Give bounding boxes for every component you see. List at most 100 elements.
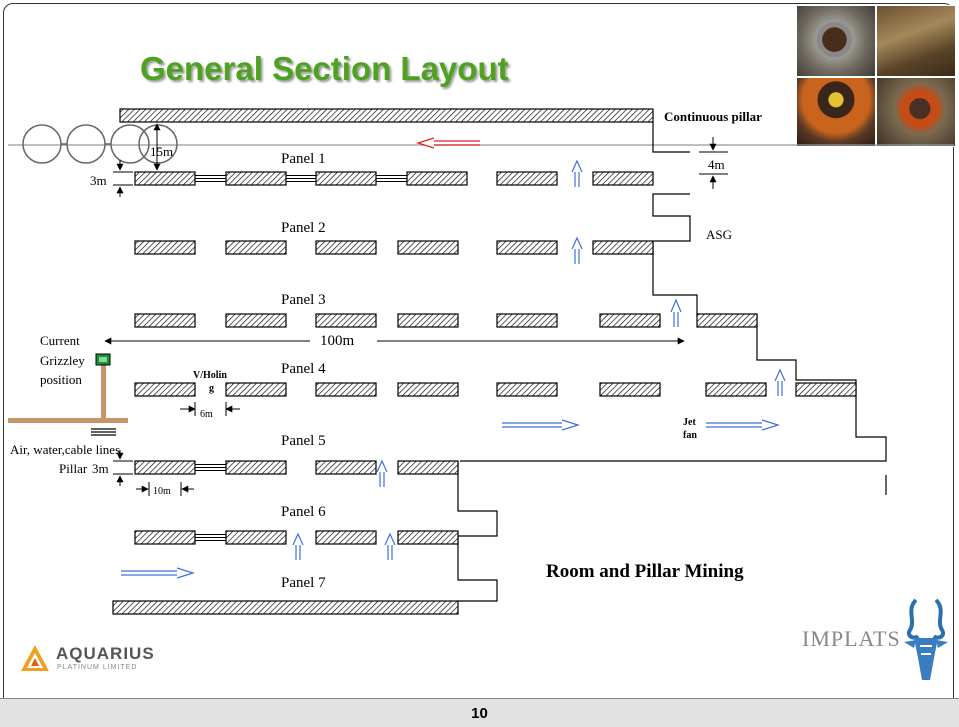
fan-label: fan [683,430,697,441]
v-holing-suffix-label: g [209,383,214,394]
pillar [592,240,654,255]
v-holing-label: V/Holin [193,370,227,381]
pillar [592,171,654,186]
aquarius-wordmark: AQUARIUS [56,644,155,663]
implats-wordmark: IMPLATS [802,626,901,651]
pillar [496,171,558,186]
jet-label: Jet [683,417,696,428]
pillar [225,460,287,475]
dim-3m-pillar-label: 3m [92,461,109,476]
dimension-lines [104,123,728,496]
services-lines-label: Air, water,cable lines [10,442,121,457]
pillar [315,240,377,255]
pillar [696,313,758,328]
pillar [315,382,377,397]
panel-1-pillars [134,171,654,186]
pillar [134,460,196,475]
dim-15m-label: 15m [150,144,174,159]
pillar [134,313,196,328]
position-label: position [40,372,82,387]
pillar [315,171,377,186]
pillar [397,530,459,545]
dim-3m-top-label: 3m [90,173,107,188]
panel-2-label: Panel 2 [281,220,326,236]
pillar [225,171,287,186]
room-and-pillar-heading: Room and Pillar Mining [546,561,744,582]
panel-2-pillars [134,240,654,255]
pillar [496,240,558,255]
aquarius-subtext: PLATINUM LIMITED [57,664,138,671]
pillar [705,382,767,397]
airflow-arrows-right [121,419,781,579]
airflow-arrow [706,419,781,431]
return-air-arrow [415,137,480,149]
grizzley-services [8,353,128,436]
pillar-label: Pillar [59,461,88,476]
worker-photo-2 [796,77,876,147]
worker-photo-3 [876,77,956,147]
services-pipe-horizontal [8,418,128,423]
pillar [315,460,377,475]
panel-6-connectors [195,534,226,541]
slide-footer: 10 [0,698,959,727]
pillar [134,382,196,397]
grizzley-label: Grizzley [40,353,85,368]
airflow-arrow [121,567,196,579]
kudu-head-icon [904,598,948,680]
panel-3-pillars [134,313,758,328]
pillar [225,382,287,397]
panel-5-connectors [195,464,226,471]
dim-4m-label: 4m [708,157,725,172]
airflow-arrow [292,532,304,560]
continuous-pillar [119,108,654,123]
panel-1-label: Panel 1 [281,151,326,167]
pillar [406,171,468,186]
circle-1 [22,124,62,164]
continuous-pillar-label: Continuous pillar [664,109,762,124]
implats-logo: IMPLATS [800,596,956,686]
pillar [225,240,287,255]
mine-photo [876,5,956,77]
circle-2 [66,124,106,164]
panel-6-pillars [134,530,459,545]
pillar [315,530,377,545]
asg-label: ASG [706,227,733,242]
airflow-arrow [502,419,581,431]
pillar [225,313,287,328]
dim-6m-label: 6m [200,409,213,420]
airflow-arrow [376,459,388,487]
airflow-arrow [670,298,682,327]
panel-6-label: Panel 6 [281,504,326,520]
slide-title: General Section Layout [140,50,509,87]
pillar [397,460,459,475]
circle-chain [22,124,178,164]
aquarius-logo: AQUARIUS PLATINUM LIMITED [20,640,180,676]
panel-4-pillars [134,382,857,397]
section-boundary-lower [457,461,498,602]
services-pipe-vertical [101,363,106,423]
pillar [397,240,459,255]
panel-5-pillars [134,460,459,475]
pillar [496,313,558,328]
panel-7-label: Panel 7 [281,575,326,591]
airflow-arrow [571,159,583,187]
pillar [225,530,287,545]
pillar [599,382,661,397]
panel-3-label: Panel 3 [281,292,326,308]
pillar [496,382,558,397]
panel-5-label: Panel 5 [281,433,326,449]
pillar [599,313,661,328]
page-number: 10 [471,705,488,722]
current-label: Current [40,333,80,348]
pillar [134,240,196,255]
pillar [134,530,196,545]
circle-3 [110,124,150,164]
airflow-arrow [571,236,583,264]
pillar [315,313,377,328]
pillar [134,171,196,186]
bottom-continuous-pillar [112,600,459,615]
dim-100m-label: 100m [320,333,355,349]
dim-10m-label: 10m [153,486,171,497]
